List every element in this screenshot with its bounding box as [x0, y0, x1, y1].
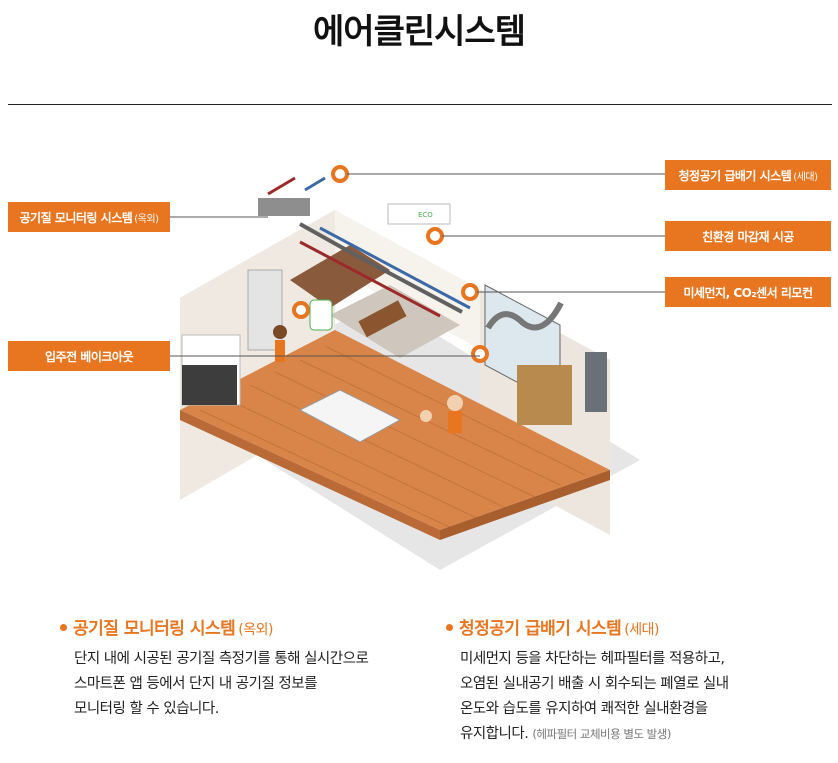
body-line: 단지 내에 시공된 공기질 측정기를 통해 실시간으로 — [74, 651, 369, 667]
body-line: 오염된 실내공기 배출 시 회수되는 폐열로 실내 — [460, 676, 729, 692]
shoe-cabinet — [517, 365, 572, 425]
front-door — [585, 352, 607, 412]
bullet-icon — [446, 624, 453, 631]
intake-arrow-in — [304, 176, 326, 192]
body-line-last: 유지합니다. (헤파필터 교체비용 별도 발생) — [460, 722, 729, 747]
callout-remote: 미세먼지, CO₂센서 리모컨 — [665, 277, 831, 307]
coffee-table — [358, 300, 407, 338]
body-line: 모니터링 할 수 있습니다. — [74, 701, 219, 717]
father-figure — [447, 395, 463, 411]
section-monitoring: 공기질 모니터링 시스템 (옥외) 단지 내에 시공된 공기질 측정기를 통해 … — [60, 614, 369, 722]
supply-air-arrow — [319, 226, 471, 310]
child-figure — [420, 410, 432, 422]
title-divider — [8, 104, 832, 105]
body-line: 유지합니다. — [460, 726, 529, 742]
body-line: 스마트폰 앱 등에서 단지 내 공기질 정보를 — [74, 676, 317, 692]
section-title: 공기질 모니터링 시스템 — [73, 619, 236, 639]
callout-outdoor-monitoring: 공기질 모니터링 시스템 (옥외) — [8, 202, 170, 232]
floor-edge — [180, 410, 440, 540]
dining-table — [298, 389, 402, 443]
page-title: 에어클린시스템 — [313, 12, 526, 52]
section-heading: 청정공기 급배기 시스템 (세대) — [446, 614, 729, 639]
callout-label: 친환경 마감재 시공 — [702, 229, 794, 244]
section-heading: 공기질 모니터링 시스템 (옥외) — [60, 614, 368, 639]
section-sub: (옥외) — [238, 622, 273, 638]
body-line: 온도와 습도를 유지하여 쾌적한 실내환경을 — [460, 701, 708, 717]
air-conditioner — [387, 203, 451, 225]
fine-dust-smoke — [485, 301, 564, 331]
mother-figure — [273, 325, 287, 339]
cost-note: (헤파필터 교체비용 별도 발생) — [532, 727, 671, 741]
remote-controller-icon — [309, 299, 333, 331]
callout-eco-finish: 친환경 마감재 시공 — [665, 221, 831, 251]
intake-arrow-out — [267, 176, 296, 196]
leader-lines — [170, 173, 665, 357]
bullet-icon — [60, 624, 67, 631]
exhaust-air-arrow — [299, 240, 441, 318]
section-ventilation: 청정공기 급배기 시스템 (세대) 미세먼지 등을 차단하는 헤파필터를 적용하… — [446, 614, 729, 747]
outdoor-duct — [258, 198, 310, 216]
marker-ventilation — [292, 165, 489, 363]
eco-label: ECO — [418, 211, 433, 219]
kitchen-base — [182, 365, 237, 405]
callout-label: 입주전 베이크아웃 — [45, 349, 134, 364]
callout-sub: (세대) — [793, 171, 818, 183]
callout-ventilation: 청정공기 급배기 시스템 (세대) — [665, 160, 831, 190]
callout-label: 청정공기 급배기 시스템 — [678, 168, 792, 183]
section-title: 청정공기 급배기 시스템 — [459, 619, 622, 639]
section-sub: (세대) — [624, 622, 659, 638]
apartment-illustration: ECO — [170, 165, 665, 570]
section-body: 미세먼지 등을 차단하는 헤파필터를 적용하고, 오염된 실내공기 배출 시 회… — [446, 647, 729, 747]
section-body: 단지 내에 시공된 공기질 측정기를 통해 실시간으로 스마트폰 앱 등에서 단… — [60, 647, 369, 722]
callout-sub: (옥외) — [134, 213, 159, 225]
callout-label: 공기질 모니터링 시스템 — [19, 210, 133, 225]
callout-label: 미세먼지, CO₂센서 리모컨 — [683, 285, 813, 300]
body-line: 미세먼지 등을 차단하는 헤파필터를 적용하고, — [460, 651, 725, 667]
ventilation-duct — [299, 222, 463, 314]
floor-edge-right — [440, 470, 610, 540]
callout-bakeout: 입주전 베이크아웃 — [8, 341, 170, 371]
